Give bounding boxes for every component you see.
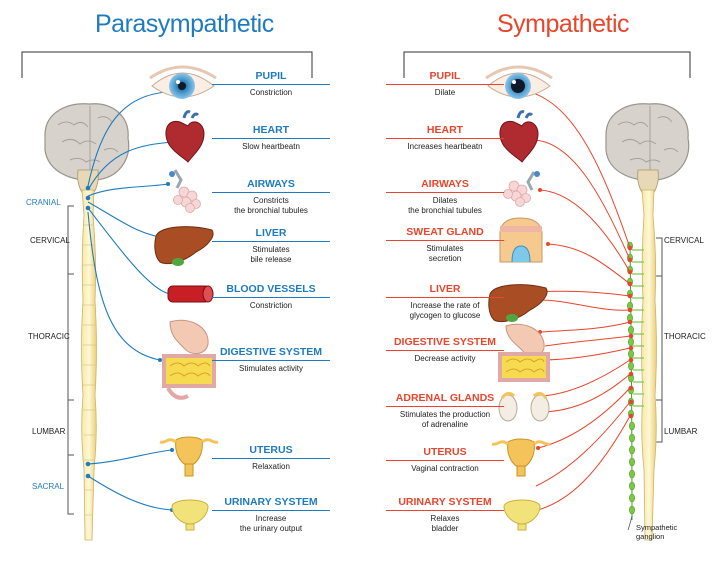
- organ-name: AIRWAYS: [386, 178, 504, 193]
- organ-name: HEART: [386, 124, 504, 139]
- organ-effect: Dilate: [434, 88, 456, 97]
- organ-effect: Relaxation: [252, 462, 290, 471]
- para-liver-icon: [154, 226, 214, 266]
- symp-liver-icon: [488, 284, 548, 323]
- organ-name: PUPIL: [386, 70, 504, 85]
- organ-name: DIGESTIVE SYSTEM: [386, 336, 504, 351]
- organ-name: URINARY SYSTEM: [212, 496, 330, 511]
- organ-effect: Constriction: [249, 88, 293, 97]
- para-organ-pupil: PUPIL Constriction: [212, 70, 330, 98]
- organ-effect: Relaxes bladder: [430, 514, 460, 533]
- sympathetic-ganglion-label: Sympathetic ganglion: [636, 523, 678, 541]
- para-nerves: [87, 91, 173, 511]
- symp-bracket: [403, 51, 691, 78]
- organ-name: ADRENAL GLANDS: [386, 392, 504, 407]
- para-spinal-cord: [81, 189, 97, 541]
- para-uterus-icon: [159, 436, 219, 477]
- para-organ-liver: LIVER Stimulates bile release: [212, 227, 330, 264]
- para-bracket: [21, 51, 313, 78]
- organ-effect: Vaginal contraction: [411, 464, 479, 473]
- symp-organ-adrenal: ADRENAL GLANDS Stimulates the production…: [386, 392, 504, 429]
- symp-digestive-icon: [498, 323, 550, 382]
- para-heart-icon: [165, 110, 205, 163]
- symp-region-cervical: CERVICAL: [664, 236, 704, 245]
- organ-effect: Dilates the bronchial tubules: [408, 196, 482, 215]
- symp-heart-icon: [499, 110, 539, 163]
- para-organ-blood-vessels: BLOOD VESSELS Constriction: [212, 283, 330, 311]
- para-bladder-icon: [171, 499, 209, 531]
- organ-effect: Stimulates the production of adrenaline: [399, 410, 491, 429]
- symp-bladder-icon: [503, 499, 541, 531]
- organ-effect: Increases heartbeatn: [407, 142, 483, 151]
- region-thoracic: THORACIC: [28, 332, 70, 341]
- organ-name: LIVER: [386, 283, 504, 298]
- symp-organ-heart: HEART Increases heartbeatn: [386, 124, 504, 152]
- organ-effect: Stimulates bile release: [250, 245, 292, 264]
- symp-region-lumbar: LUMBAR: [664, 427, 698, 436]
- symp-region-thoracic: THORACIC: [664, 332, 706, 341]
- organ-name: SWEAT GLAND: [386, 226, 504, 241]
- organ-name: DIGESTIVE SYSTEM: [212, 346, 330, 361]
- para-airways-icon: [169, 169, 201, 213]
- sympathetic-title: Sympathetic: [497, 10, 630, 38]
- organ-name: HEART: [212, 124, 330, 139]
- symp-organ-digestive: DIGESTIVE SYSTEM Decrease activity: [386, 336, 504, 364]
- organ-effect: Constricts the bronchial tubules: [234, 196, 308, 215]
- para-digestive-icon: [162, 319, 216, 400]
- symp-organ-airways: AIRWAYS Dilates the bronchial tubules: [386, 178, 504, 215]
- symp-airways-icon: [503, 171, 540, 207]
- symp-organ-pupil: PUPIL Dilate: [386, 70, 504, 98]
- symp-sweat-gland-icon: [499, 217, 543, 263]
- symp-eye-icon: [485, 65, 553, 99]
- symp-organ-uterus: UTERUS Vaginal contraction: [386, 446, 504, 474]
- organ-name: PUPIL: [212, 70, 330, 85]
- organ-name: UTERUS: [212, 444, 330, 459]
- organ-name: LIVER: [212, 227, 330, 242]
- symp-region-bracket: [656, 237, 663, 443]
- para-region-bracket: [67, 205, 74, 515]
- organ-name: URINARY SYSTEM: [386, 496, 504, 511]
- symp-organ-sweat-gland: SWEAT GLAND Stimulates secretion: [386, 226, 504, 263]
- symp-uterus-icon: [491, 438, 551, 477]
- region-sacral: SACRAL: [32, 482, 65, 491]
- region-lumbar: LUMBAR: [32, 427, 66, 436]
- symp-organ-liver: LIVER Increase the rate of glycogen to g…: [386, 283, 504, 320]
- para-blood-vessel-icon: [167, 285, 214, 303]
- symp-organ-urinary: URINARY SYSTEM Relaxes bladder: [386, 496, 504, 533]
- organ-effect: Slow heartbeatn: [242, 142, 300, 151]
- symp-brain-icon: [605, 103, 690, 197]
- para-organ-urinary: URINARY SYSTEM Increase the urinary outp…: [212, 496, 330, 533]
- region-cranial: CRANIAL: [26, 198, 61, 207]
- para-organ-airways: AIRWAYS Constricts the bronchial tubules: [212, 178, 330, 215]
- organ-effect: Increase the rate of glycogen to glucose: [409, 301, 481, 320]
- organ-effect: Constriction: [249, 301, 293, 310]
- organ-name: AIRWAYS: [212, 178, 330, 193]
- parasympathetic-title: Parasympathetic: [95, 10, 274, 38]
- organ-name: BLOOD VESSELS: [212, 283, 330, 298]
- organ-effect: Increase the urinary output: [239, 514, 303, 533]
- symp-spinal-cord: [641, 189, 657, 541]
- organ-name: UTERUS: [386, 446, 504, 461]
- organ-effect: Decrease activity: [414, 354, 476, 363]
- organ-effect: Stimulates secretion: [426, 244, 464, 263]
- para-organ-uterus: UTERUS Relaxation: [212, 444, 330, 472]
- organ-effect: Stimulates activity: [238, 364, 304, 373]
- para-organ-digestive: DIGESTIVE SYSTEM Stimulates activity: [212, 346, 330, 374]
- para-organ-heart: HEART Slow heartbeatn: [212, 124, 330, 152]
- region-cervical: CERVICAL: [30, 236, 70, 245]
- para-eye-icon: [149, 65, 217, 99]
- symp-adrenal-icon: [498, 391, 550, 422]
